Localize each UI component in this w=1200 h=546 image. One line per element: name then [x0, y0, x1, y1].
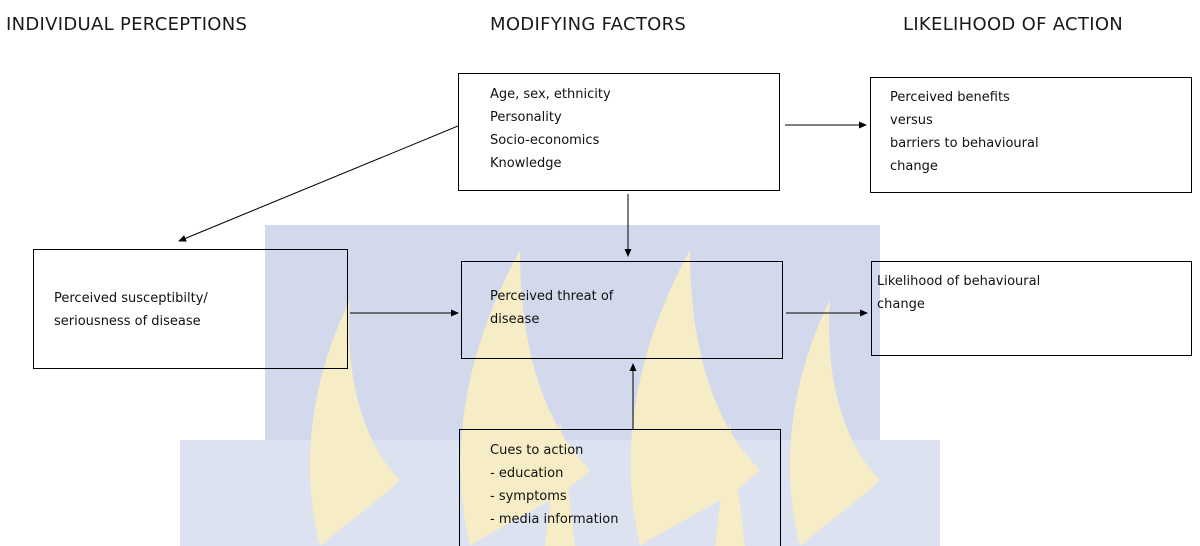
cues-line-4: - media information	[490, 512, 619, 527]
likelihood-line-2: change	[877, 297, 925, 312]
benefits-line-4: change	[890, 159, 938, 174]
susceptibility-line-2: seriousness of disease	[54, 314, 201, 329]
cues-line-2: - education	[490, 466, 564, 481]
perceived-benefits-box: Perceived benefits versus barriers to be…	[870, 77, 1192, 193]
benefits-line-3: barriers to behavioural	[890, 136, 1039, 151]
modifying-line-3: Socio-economics	[490, 133, 600, 148]
likelihood-change-box: Likelihood of behavioural change	[871, 261, 1192, 356]
modifying-line-1: Age, sex, ethnicity	[490, 87, 611, 102]
benefits-line-2: versus	[890, 113, 933, 128]
arrow-modifying-to-susceptibility	[178, 125, 459, 242]
header-individual-perceptions: INDIVIDUAL PERCEPTIONS	[6, 14, 248, 35]
threat-line-2: disease	[490, 312, 540, 327]
perceived-susceptibility-box: Perceived susceptibilty/ seriousness of …	[33, 249, 348, 369]
modifying-line-2: Personality	[490, 110, 562, 125]
susceptibility-line-1: Perceived susceptibilty/	[54, 291, 208, 306]
cues-to-action-box: Cues to action - education - symptoms - …	[459, 429, 781, 546]
perceived-threat-box: Perceived threat of disease	[461, 261, 783, 359]
header-likelihood-of-action: LIKELIHOOD OF ACTION	[903, 14, 1124, 35]
modifying-line-4: Knowledge	[490, 156, 562, 171]
cues-line-3: - symptoms	[490, 489, 567, 504]
cues-line-1: Cues to action	[490, 443, 584, 458]
likelihood-line-1: Likelihood of behavioural	[877, 274, 1041, 289]
header-modifying-factors: MODIFYING FACTORS	[490, 14, 687, 35]
benefits-line-1: Perceived benefits	[890, 90, 1010, 105]
modifying-factors-box: Age, sex, ethnicity Personality Socio-ec…	[458, 73, 780, 191]
threat-line-1: Perceived threat of	[490, 289, 614, 304]
